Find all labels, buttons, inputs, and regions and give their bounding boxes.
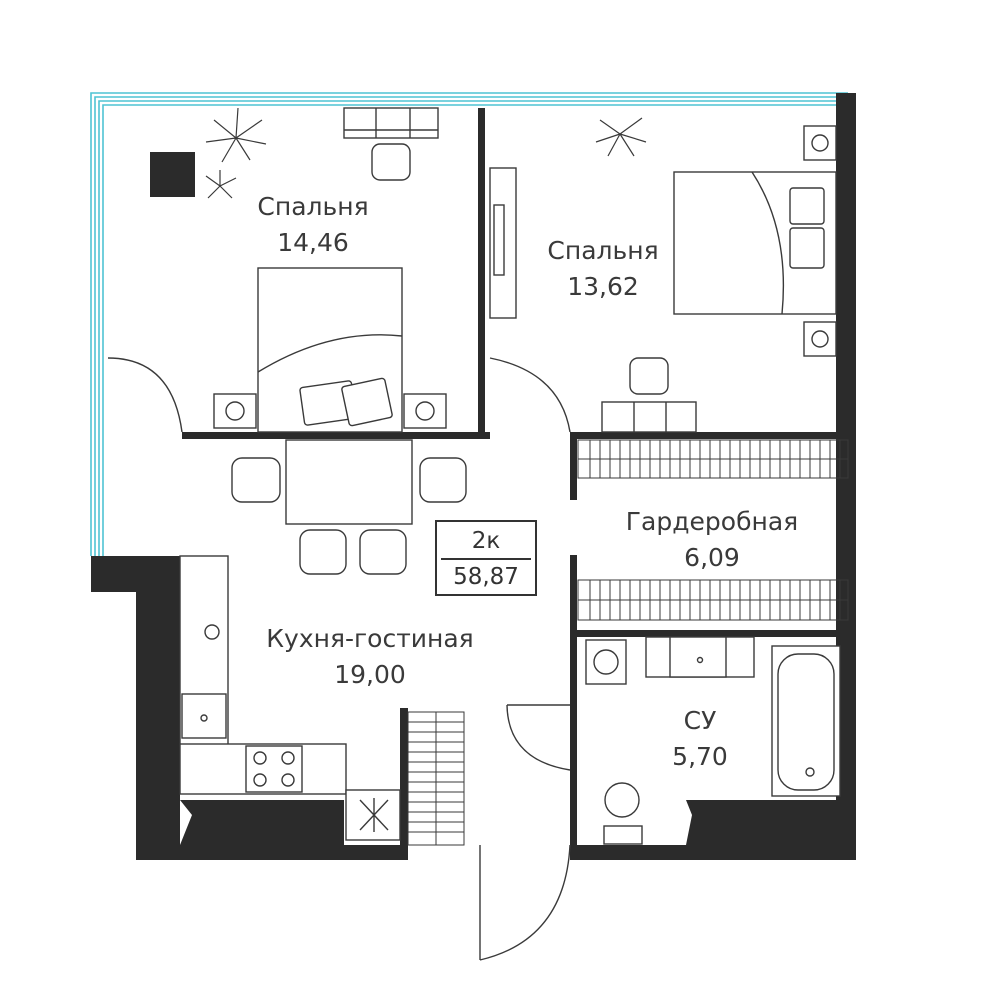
kitchen-niche-wedge: [180, 800, 344, 845]
dining-table: [285, 439, 413, 525]
right-wall: [836, 93, 856, 860]
desk-chair: [629, 357, 669, 395]
interior-walls: [182, 108, 842, 860]
entrance-door: [479, 844, 571, 961]
shaft-left-wall: [400, 708, 408, 860]
fridge: [345, 789, 401, 841]
left-lower-wall: [91, 556, 180, 860]
room-area-bathroom: 5,70: [672, 742, 728, 771]
desk: [601, 401, 697, 433]
room-name-kitchen-living: Кухня-гостиная: [266, 624, 474, 653]
bathroom-door: [506, 704, 571, 771]
bedroom1-bottom-wall: [182, 432, 490, 439]
room-area-bedroom-1: 14,46: [277, 228, 349, 257]
bedroom1-right-wall: [478, 108, 485, 438]
wardrobe-shelves: [577, 439, 849, 621]
wardrobe-top-wall: [570, 432, 842, 439]
stove: [245, 745, 303, 793]
room-area-wardrobe: 6,09: [684, 543, 740, 572]
plant-icon: [595, 117, 647, 157]
bath-top-wall: [570, 630, 842, 637]
bath-niche-wedge: [686, 800, 836, 845]
bottom-left-wall: [136, 845, 408, 860]
bathroom-fixtures: [585, 636, 841, 845]
apartment-type: 2к: [471, 528, 501, 554]
room-name-bathroom: СУ: [683, 706, 717, 735]
plant-icon: [205, 107, 267, 199]
toilet-bowl: [604, 782, 640, 818]
wardrobe-left-wall-lower: [570, 555, 577, 633]
shaft-hatching: [407, 711, 465, 846]
badge-divider: [441, 558, 531, 560]
room-name-wardrobe: Гардеробная: [625, 507, 799, 536]
desk-chair: [371, 143, 411, 181]
bedroom1-door: [107, 357, 183, 433]
toilet-tank: [603, 825, 643, 845]
dark-column: [150, 152, 195, 197]
desk: [343, 107, 439, 139]
dining-furniture: [231, 439, 467, 575]
washbasin: [669, 636, 727, 678]
bedroom1-furniture: [150, 107, 447, 433]
apartment-badge: 2к 58,87: [435, 520, 537, 596]
wardrobe-left-wall: [570, 432, 577, 500]
room-name-bedroom-1: Спальня: [257, 192, 369, 221]
doors: [107, 357, 571, 961]
bottom-right-wall: [576, 845, 856, 860]
bedroom2-door: [489, 357, 571, 433]
bedroom2-furniture: [489, 125, 837, 433]
room-name-bedroom-2: Спальня: [547, 236, 659, 265]
kitchen-furniture: [179, 555, 401, 841]
room-area-kitchen-living: 19,00: [334, 660, 406, 689]
outer-walls: [91, 93, 856, 860]
room-area-bedroom-2: 13,62: [567, 272, 639, 301]
bath-left-wall: [570, 630, 577, 860]
apartment-total-area: 58,87: [453, 564, 519, 590]
window-frame: [90, 92, 848, 556]
